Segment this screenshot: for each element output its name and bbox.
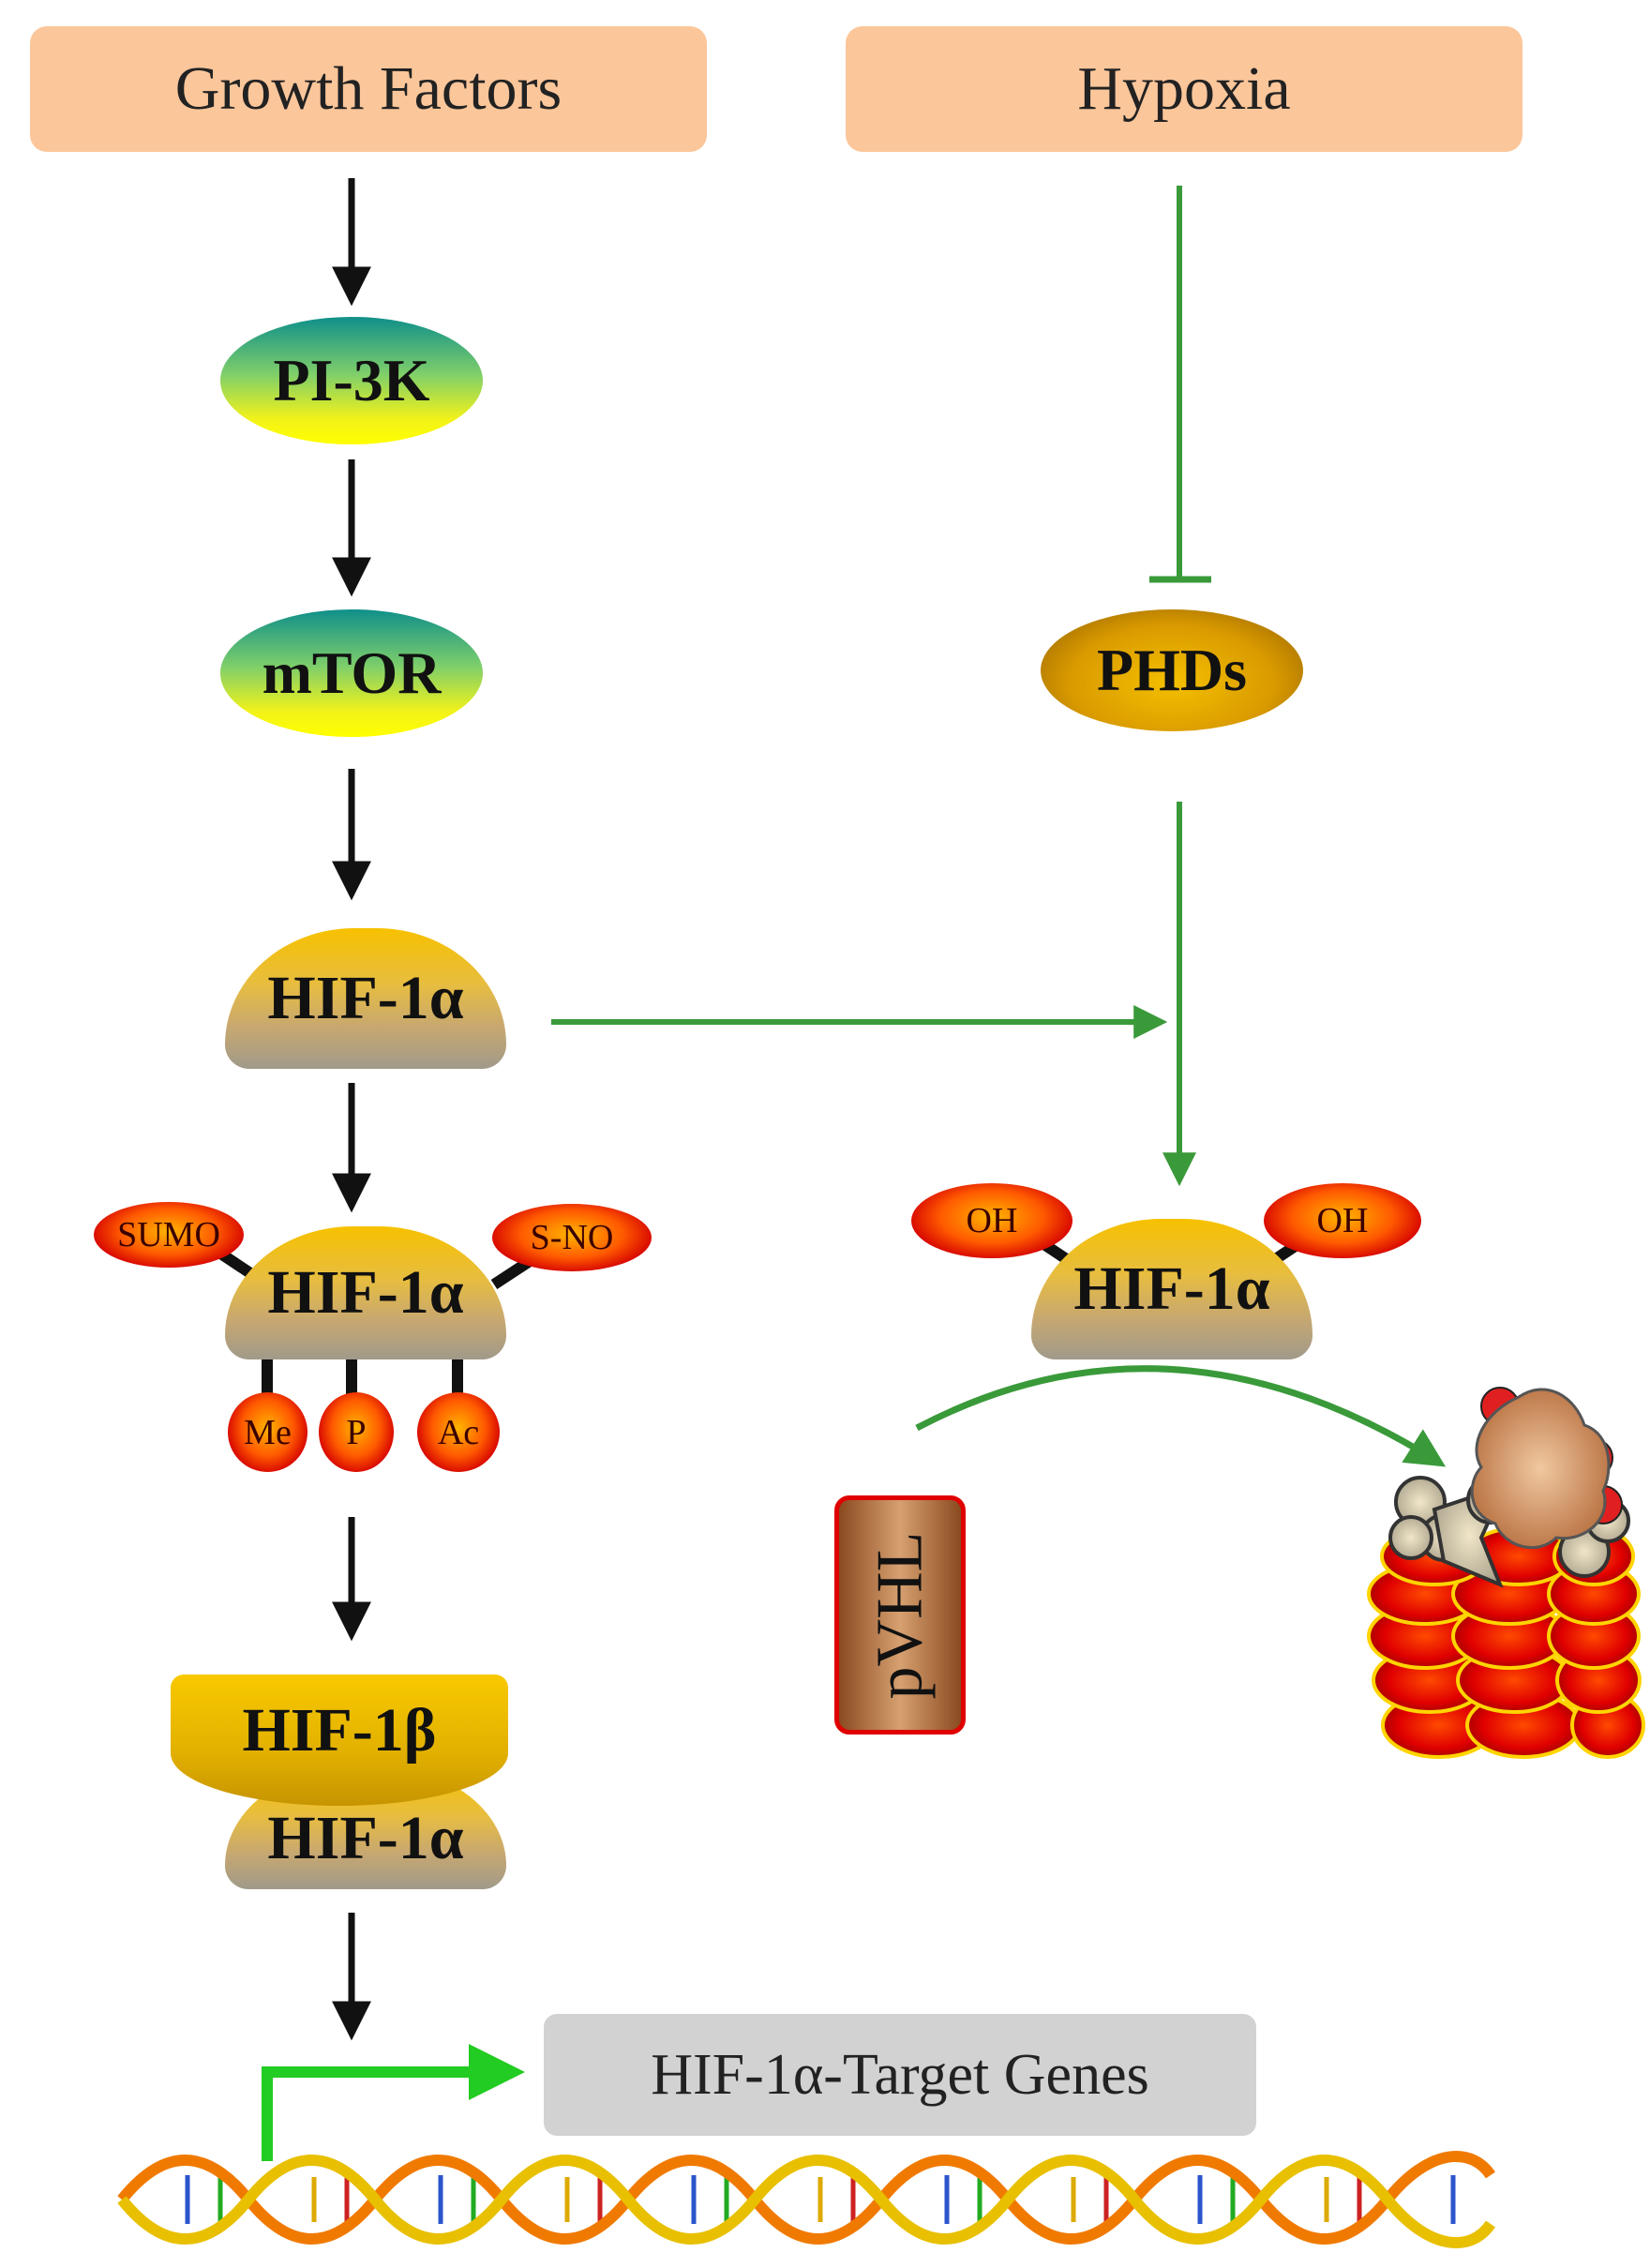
proteasome-icon [1367,1387,1645,1759]
mtor-label: mTOR [262,639,442,706]
arrow-pvhl-degradation [915,1365,1447,1467]
sumo-badge: SUMO [94,1202,244,1268]
hif1a-modified-label: HIF-1α [267,1258,464,1327]
transcription-arrow [262,2044,525,2161]
oh-right-badge: OH [1264,1183,1421,1258]
pvhl-node: pVHL [834,1495,966,1735]
hypoxia-box: Hypoxia [846,26,1522,152]
hif1b-label: HIF-1β [242,1696,437,1765]
dna-helix-icon [117,2151,1495,2248]
hif1a-hydroxylated-node: HIF-1α [1031,1219,1312,1359]
target-genes-box: HIF-1α-Target Genes [544,2014,1256,2136]
sno-badge: S-NO [492,1204,652,1271]
hif1b-node: HIF-1β [171,1675,508,1806]
pvhl-label: pVHL [863,1531,936,1699]
oh-left-badge: OH [911,1183,1072,1258]
target-genes-label: HIF-1α-Target Genes [651,2042,1149,2107]
me-badge: Me [228,1392,308,1472]
hif1a-dimer-label: HIF-1α [267,1804,464,1872]
hypoxia-label: Hypoxia [1077,54,1291,123]
phds-label: PHDs [1097,637,1247,703]
ac-badge: Ac [417,1392,500,1472]
hif1a-hydroxylated-label: HIF-1α [1073,1254,1270,1323]
p-badge: P [319,1392,394,1472]
growth-factors-box: Growth Factors [30,26,707,152]
phds-node: PHDs [1041,609,1303,731]
pi3k-label: PI-3K [273,347,430,413]
hif1a-label: HIF-1α [267,964,464,1032]
mtor-node: mTOR [220,609,483,737]
pi3k-node: PI-3K [220,317,483,444]
growth-factors-label: Growth Factors [174,54,562,123]
